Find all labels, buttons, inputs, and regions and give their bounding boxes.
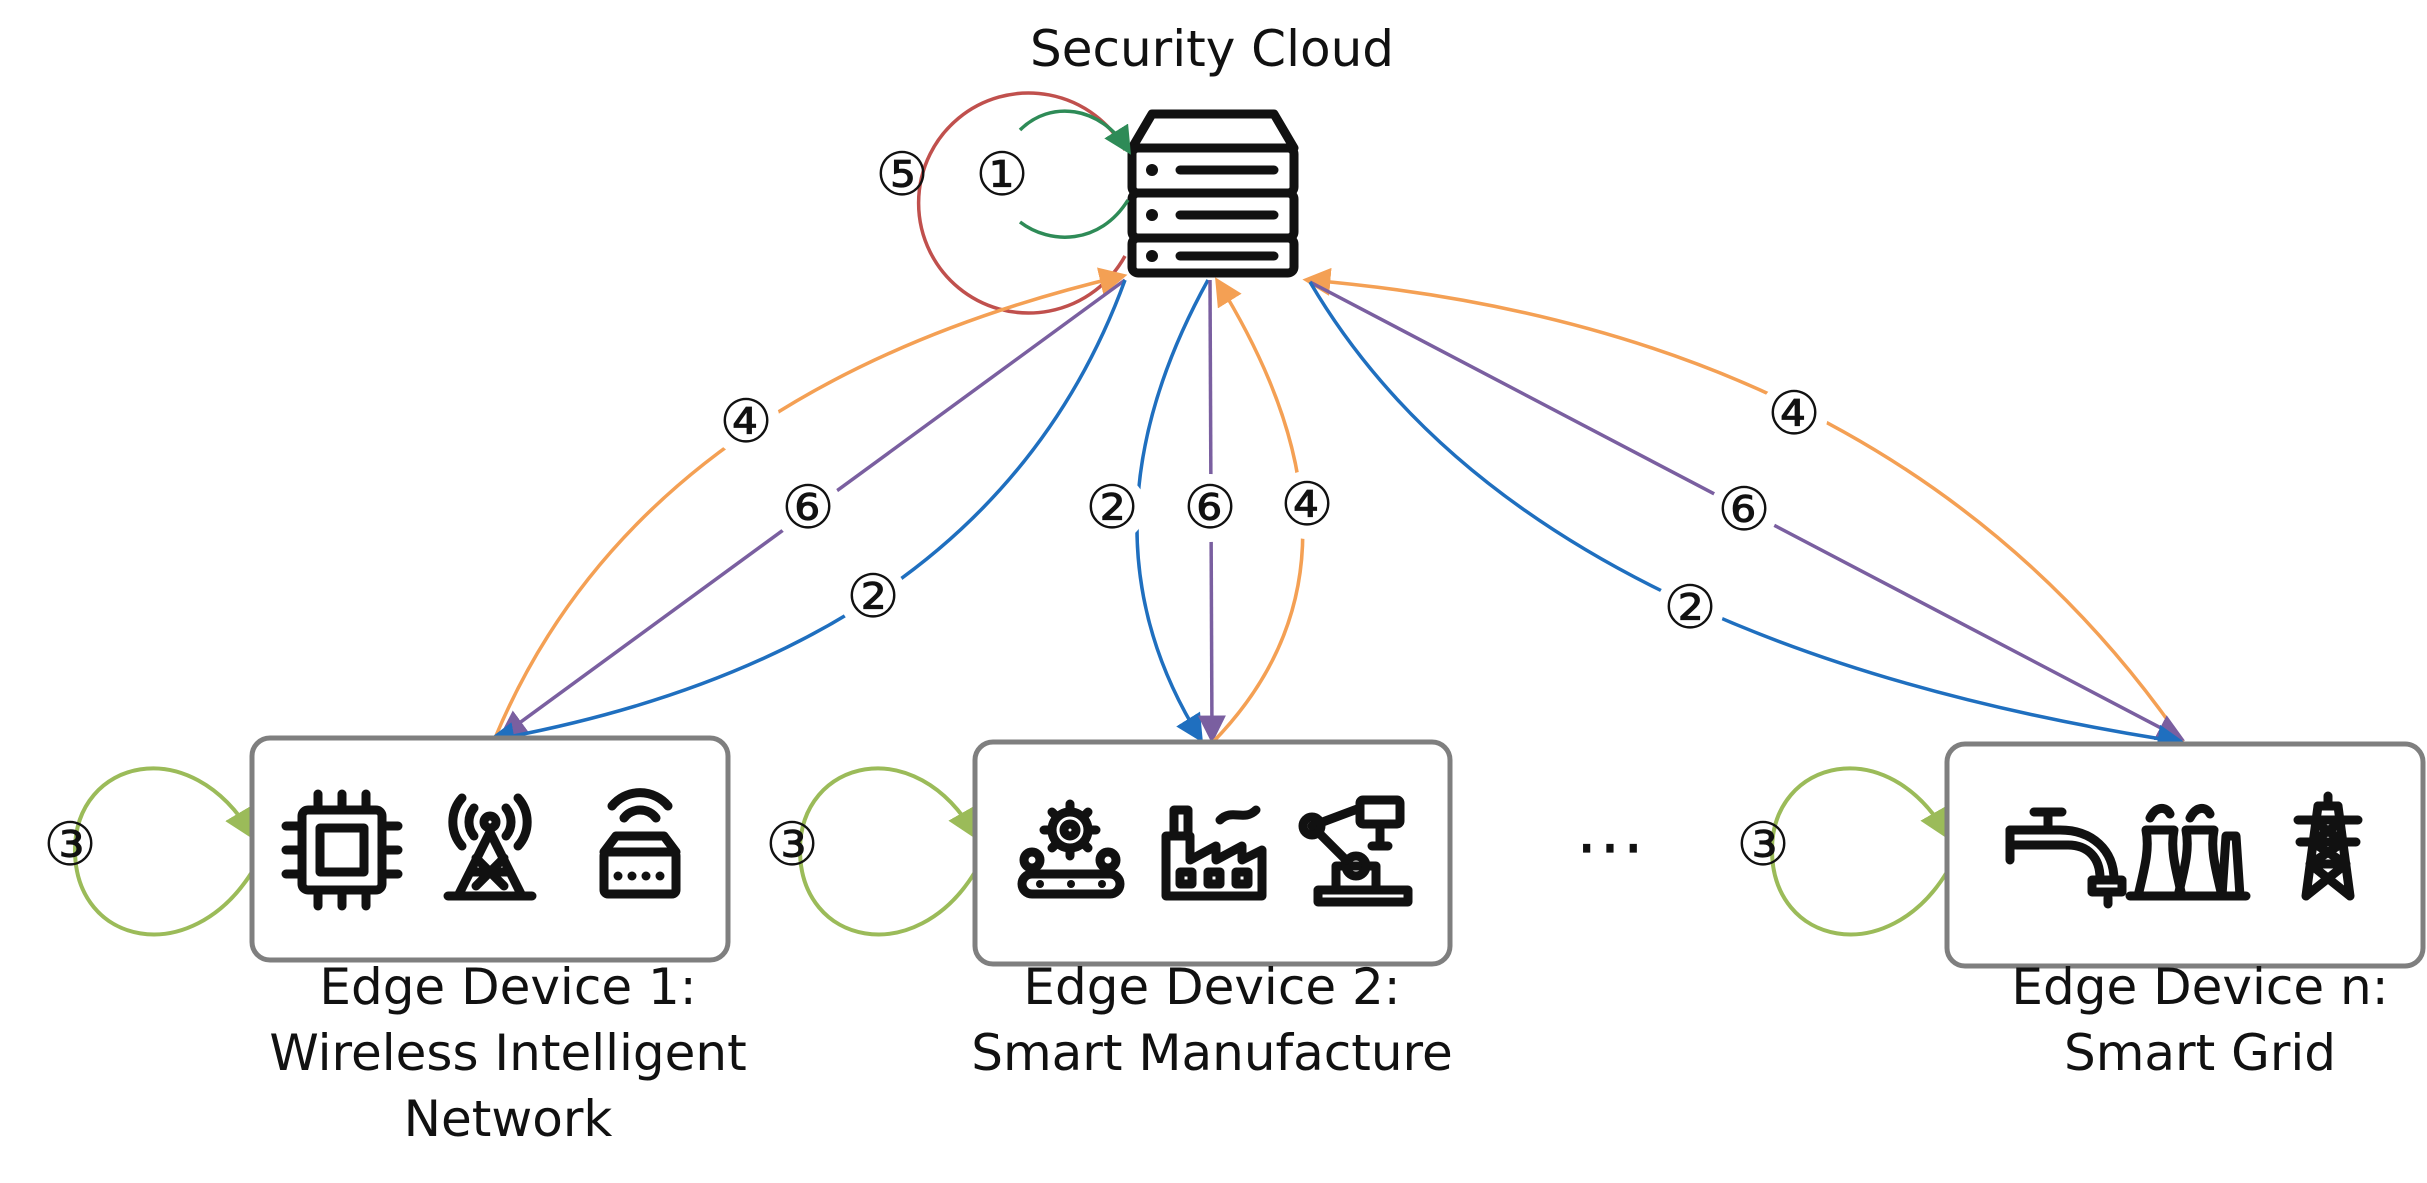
step6-marker-dev1: ⑥ (781, 473, 835, 543)
step4-marker-dev1: ④ (719, 387, 773, 457)
step5-loop-arrow (916, 91, 1127, 315)
edge-device-1-subtitle-line1: Wireless Intelligent (269, 1024, 746, 1082)
water-tap-icon (2005, 807, 2127, 909)
cloud-label: Security Cloud (1030, 20, 1394, 78)
power-plant-icon (2125, 804, 2251, 901)
step6-marker-dev2: ⑥ (1183, 473, 1237, 543)
edge-device-n-subtitle-line1: Smart Grid (2064, 1024, 2336, 1082)
transmission-tower-icon (2293, 791, 2363, 901)
more-devices-ellipsis: ⋯ (1575, 805, 1645, 887)
step3-marker-dev2: ③ (765, 810, 819, 880)
edge-device-1-box (249, 735, 731, 963)
server-stack-icon (1127, 109, 1299, 278)
robot-arm-icon (1298, 795, 1413, 907)
gear-conveyor-icon (1017, 799, 1125, 899)
edge-device-n-title: Edge Device n: (2011, 958, 2388, 1016)
edge-device-1: ③ Edge Device 1: Wireless Intelligent Ne… (43, 735, 747, 1148)
step4-arrow-dev1 (493, 267, 1128, 739)
step6-marker-devn: ⑥ (1717, 475, 1771, 545)
step2-arrow-devn (1308, 281, 2186, 753)
step4-marker-dev2: ④ (1280, 470, 1334, 540)
edge-device-1-subtitle-line2: Network (404, 1090, 613, 1148)
step1-loop-arrow (1018, 109, 1131, 155)
chip-icon (281, 789, 403, 911)
edge-device-2-title: Edge Device 2: (1023, 958, 1400, 1016)
step1-loop-tail (1018, 199, 1130, 239)
factory-icon (1161, 805, 1267, 901)
edge-device-n: ③ Edge Device n: Smart Grid (1736, 741, 2426, 1082)
edge-device-1-title: Edge Device 1: (319, 958, 696, 1016)
step5-marker: ⑤ (875, 140, 929, 210)
step2-marker-dev2: ② (1085, 473, 1139, 543)
antenna-tower-icon (443, 793, 537, 901)
step2-marker-devn: ② (1663, 573, 1717, 643)
edge-device-2-subtitle-line1: Smart Manufacture (971, 1024, 1453, 1082)
step1-marker: ① (975, 140, 1029, 210)
step4-marker-devn: ④ (1767, 379, 1821, 449)
step3-marker-dev1: ③ (43, 810, 97, 880)
step2-marker-dev1: ② (846, 562, 900, 632)
edge-device-2: ③ Edge Device 2: Smart Manufacture (765, 739, 1453, 1082)
router-icon (599, 788, 681, 899)
step3-loop-dev1 (116, 813, 253, 898)
step3-marker-devn: ③ (1736, 810, 1790, 880)
